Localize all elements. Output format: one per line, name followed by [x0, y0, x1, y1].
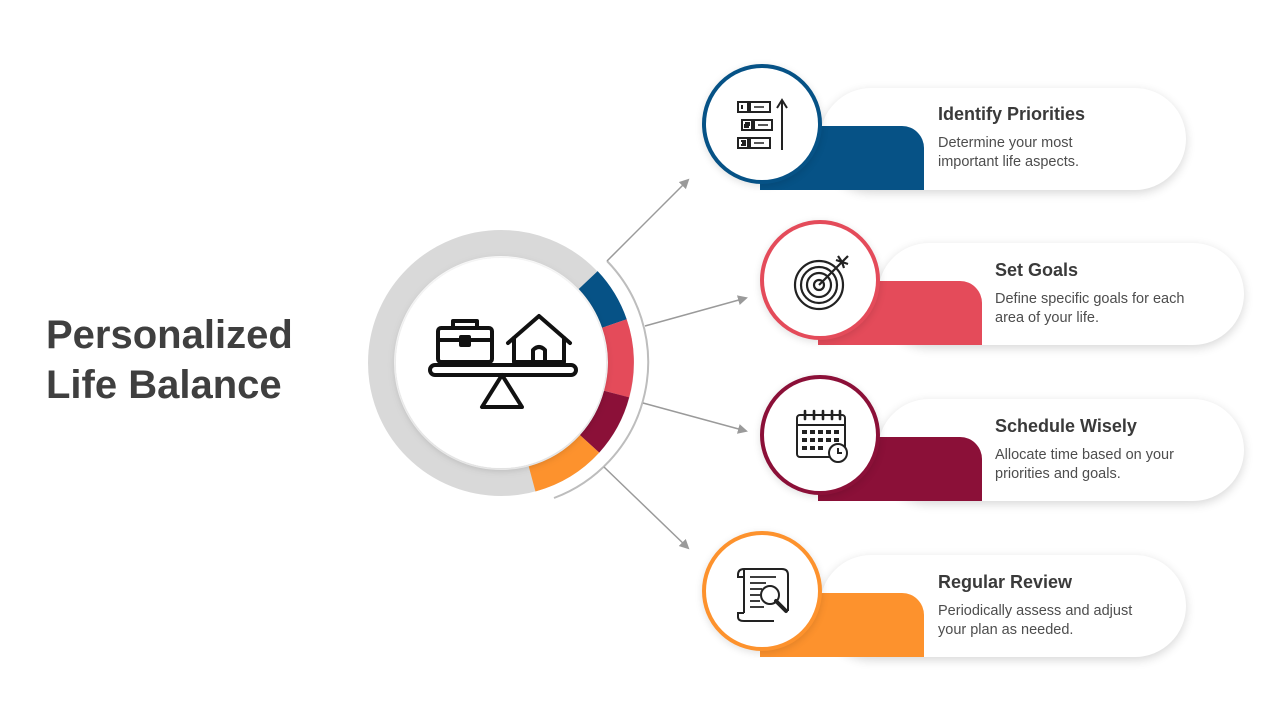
target-arrow-icon: [793, 255, 849, 311]
connector-arrow-4: [603, 466, 690, 550]
outer-arc: [553, 260, 650, 499]
title-line-1: Personalized: [46, 313, 293, 357]
step-3-desc-line-2: priorities and goals.: [995, 466, 1121, 482]
step-2-text: Set Goals Define specific goals for each…: [995, 260, 1265, 328]
ring-segment-red: [601, 319, 634, 398]
step-4-desc-line-2: your plan as needed.: [938, 622, 1074, 638]
step-3-icon-badge: [760, 375, 880, 495]
step-4-description: Periodically assess and adjust your plan…: [938, 602, 1208, 640]
step-1-text: Identify Priorities Determine your most …: [938, 104, 1208, 172]
ring-segment-blue: [578, 271, 627, 329]
step-4-desc-line-1: Periodically assess and adjust: [938, 603, 1133, 619]
step-2-title: Set Goals: [995, 260, 1079, 280]
numbered-priority-list-icon: [737, 98, 788, 150]
step-4-title: Regular Review: [938, 572, 1073, 592]
title-line-2: Life Balance: [46, 363, 282, 407]
step-2-desc-line-1: Define specific goals for each: [995, 291, 1185, 307]
step-1-description: Determine your most important life aspec…: [938, 134, 1208, 172]
step-4-icon-badge: [702, 531, 822, 651]
ring-segment-orange: [528, 434, 600, 492]
ring-segment-maroon: [579, 390, 630, 453]
step-1-title: Identify Priorities: [938, 104, 1086, 124]
step-2-desc-line-2: area of your life.: [995, 310, 1099, 326]
connector-arrow-2: [644, 295, 748, 327]
step-1-desc-line-2: important life aspects.: [938, 154, 1080, 170]
calendar-clock-icon: [796, 409, 848, 463]
step-4-text: Regular Review Periodically assess and a…: [938, 572, 1208, 640]
step-1-icon-badge: [702, 64, 822, 184]
connector-arrow-3: [642, 402, 748, 434]
step-2-icon-badge: [760, 220, 880, 340]
connector-arrow-1: [606, 178, 690, 262]
step-3-desc-line-1: Allocate time based on your: [995, 447, 1174, 463]
slide-title: Personalized Life Balance: [46, 310, 293, 410]
step-3-title: Schedule Wisely: [995, 416, 1137, 436]
step-2-description: Define specific goals for each area of y…: [995, 290, 1265, 328]
step-3-text: Schedule Wisely Allocate time based on y…: [995, 416, 1265, 484]
document-magnifier-icon: [737, 568, 789, 622]
work-life-balance-scale-icon: [428, 314, 578, 409]
step-3-description: Allocate time based on your priorities a…: [995, 446, 1265, 484]
step-1-desc-line-1: Determine your most: [938, 135, 1073, 151]
